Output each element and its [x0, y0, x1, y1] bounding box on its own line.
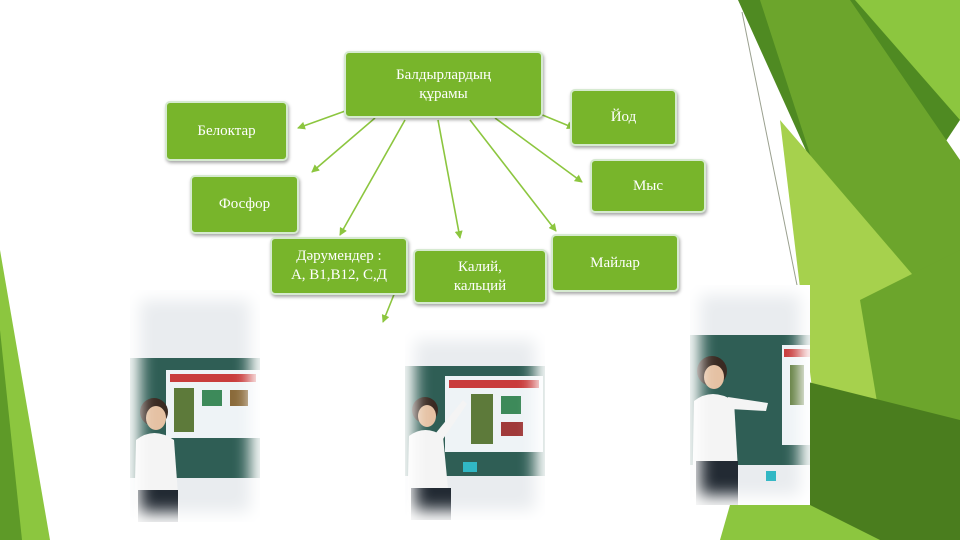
node-maylar: Майлар — [551, 234, 679, 292]
node-fosfor: Фосфор — [190, 175, 299, 234]
arrow-below-vitamin — [381, 291, 396, 323]
node-fosfor-label: Фосфор — [218, 196, 271, 213]
node-mys-label: Мыс — [632, 177, 664, 194]
arrow-to-kaliy — [437, 119, 463, 239]
arrow-to-yod — [539, 113, 575, 130]
arrow-to-fosfor — [311, 117, 376, 173]
node-vitamin: Дәрумендер : А, В1,В12, С,Д — [270, 237, 408, 295]
arrow-to-belok — [297, 109, 349, 130]
arrow-to-vitamin — [339, 119, 406, 236]
node-mys: Мыс — [590, 159, 706, 213]
shard-dark-bottom — [760, 380, 960, 540]
shard-left-dark — [0, 330, 22, 540]
node-maylar-label: Майлар — [590, 254, 640, 271]
arrow-to-mys — [494, 117, 583, 183]
node-yod-label: Йод — [610, 109, 637, 126]
center-node: Балдырлардың құрамы — [344, 51, 543, 118]
node-belok: Белоктар — [165, 101, 288, 161]
node-kaliy-label: Калий, кальций — [453, 258, 507, 294]
photo-left — [130, 290, 260, 522]
photo-right — [690, 285, 810, 505]
node-kaliy: Калий, кальций — [413, 249, 547, 304]
node-vitamin-label: Дәрумендер : А, В1,В12, С,Д — [290, 248, 388, 283]
arrow-to-maylar — [469, 119, 557, 232]
node-belok-label: Белоктар — [197, 122, 256, 139]
center-node-label: Балдырлардың құрамы — [395, 66, 492, 102]
shard-light-top — [855, 0, 960, 120]
node-yod: Йод — [570, 89, 677, 146]
photo-middle — [405, 330, 545, 520]
thin-line — [741, 11, 801, 301]
